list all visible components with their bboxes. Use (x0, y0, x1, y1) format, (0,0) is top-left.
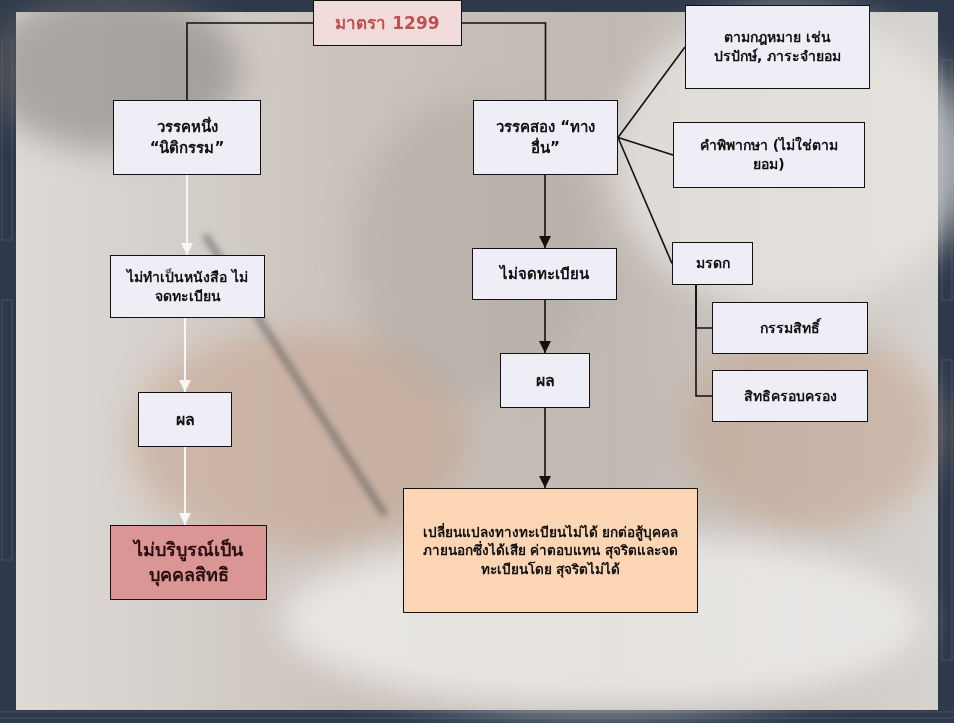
connector (544, 408, 546, 488)
connector (544, 300, 546, 353)
category-box: คำพิพากษา (ไม่ใช่ตามยอม) (673, 122, 865, 188)
node-text: สิทธิครอบครอง (744, 387, 837, 406)
node-text: ผล (536, 370, 555, 392)
outcome-box: ไม่บริบูรณ์เป็น บุคคลสิทธิ (110, 525, 267, 600)
node-text: เปลี่ยนแปลงทางทะเบียนไม่ได้ ยกต่อสู้บุคค… (417, 523, 685, 578)
connector (187, 23, 313, 100)
sub-category-box: กรรมสิทธิ์ (712, 302, 868, 354)
node-text: ผล (176, 409, 195, 431)
node-text: ไม่ทำเป็นหนังสือ ไม่จดทะเบียน (122, 268, 254, 306)
node-text: วรรคหนึ่ง “นิติกรรม” (131, 117, 243, 158)
connector (462, 23, 546, 100)
connector (186, 175, 188, 255)
node-text: คำพิพากษา (ไม่ใช่ตามยอม) (694, 136, 844, 174)
node-text: ไม่จดทะเบียน (500, 264, 589, 284)
connector (696, 285, 712, 328)
node-text: ไม่บริบูรณ์เป็น บุคคลสิทธิ (120, 538, 258, 587)
category-box: ตามกฎหมาย เช่น ปรปักษ์, ภาระจำยอม (685, 5, 870, 89)
node-text: มาตรา 1299 (335, 12, 439, 35)
paragraph-box: วรรคสอง “ทางอื่น” (473, 100, 618, 175)
node-text: กรรมสิทธิ์ (760, 319, 820, 338)
paragraph-box: วรรคหนึ่ง “นิติกรรม” (113, 100, 261, 175)
connector (184, 447, 186, 525)
connector (696, 285, 712, 396)
node-text: วรรคสอง “ทางอื่น” (490, 117, 602, 158)
result-box: ผล (138, 392, 232, 447)
node-text: ตามกฎหมาย เช่น ปรปักษ์, ภาระจำยอม (703, 28, 853, 66)
node-text: มรดก (696, 254, 730, 273)
result-box: ผล (500, 353, 590, 408)
sub-category-box: สิทธิครอบครอง (712, 370, 868, 422)
connector (618, 138, 672, 264)
connector (184, 318, 186, 392)
outcome-box: เปลี่ยนแปลงทางทะเบียนไม่ได้ ยกต่อสู้บุคค… (403, 488, 698, 613)
condition-box: ไม่ทำเป็นหนังสือ ไม่จดทะเบียน (110, 255, 265, 318)
condition-box: ไม่จดทะเบียน (472, 248, 617, 300)
category-box: มรดก (672, 242, 753, 285)
connector (544, 175, 546, 248)
connector (618, 138, 673, 156)
section-box: มาตรา 1299 (313, 0, 462, 46)
